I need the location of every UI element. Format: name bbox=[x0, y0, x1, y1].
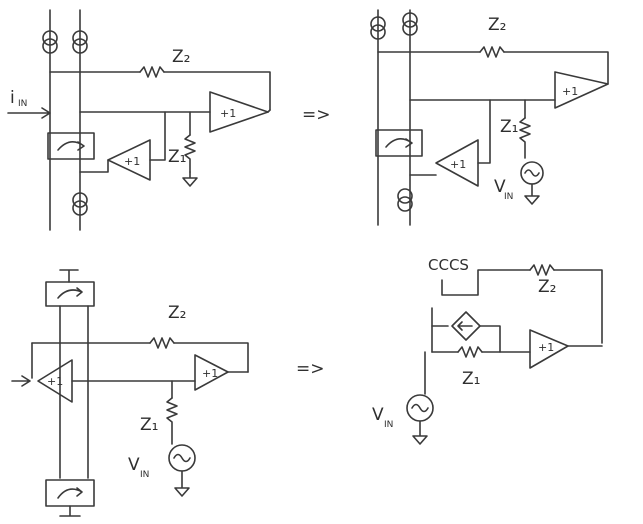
p3-top-cccs-box bbox=[45, 281, 95, 307]
p1-top-current-source-1-icon bbox=[42, 30, 58, 54]
p3-vin-source-icon bbox=[168, 444, 196, 472]
p4-z2-resistor bbox=[529, 264, 555, 276]
p3-right-buffer-label: +1 bbox=[202, 367, 218, 380]
p2-vin-source-icon bbox=[520, 161, 544, 185]
p3-z1-resistor bbox=[166, 397, 178, 445]
p2-z1-resistor bbox=[519, 117, 531, 159]
arrow-1: => bbox=[302, 105, 331, 125]
p2-z2-label: Z₂ bbox=[488, 15, 506, 35]
p2-top-current-source-2-icon bbox=[402, 12, 418, 36]
p3-vin-sub-label: IN bbox=[140, 470, 149, 480]
p3-ground-icon bbox=[174, 470, 190, 497]
p1-bottom-current-source-icon bbox=[72, 192, 88, 216]
p2-buffer-top-label: +1 bbox=[562, 85, 578, 98]
p2-z1-label: Z₁ bbox=[500, 117, 518, 137]
p1-z2-label: Z₂ bbox=[172, 47, 190, 67]
p1-iin-label: i bbox=[10, 88, 15, 108]
p1-z1-label: Z₁ bbox=[168, 147, 186, 167]
p3-bottom-cccs-box bbox=[45, 479, 95, 507]
p4-z1-resistor bbox=[457, 346, 483, 358]
p3-z2-resistor bbox=[149, 337, 175, 349]
p4-z2-label: Z₂ bbox=[538, 277, 556, 297]
p2-ground-icon bbox=[524, 183, 540, 205]
panel-3-circuit: Z₂ Z₁ V IN +1 +1 bbox=[11, 269, 249, 517]
panel-1-circuit: i IN Z₂ Z₁ +1 +1 bbox=[7, 9, 271, 231]
p4-ground-icon bbox=[412, 420, 428, 445]
p2-vin-sub-label: IN bbox=[504, 192, 513, 202]
p2-buffer-bottom-label: +1 bbox=[450, 158, 466, 171]
p4-z1-label: Z₁ bbox=[462, 369, 480, 389]
p1-buffer-top bbox=[209, 91, 269, 133]
p1-cccs-arrow-icon bbox=[57, 141, 85, 151]
p2-buffer-top bbox=[554, 71, 609, 109]
p3-left-buffer-label: +1 bbox=[47, 375, 63, 388]
p3-vin-label: V bbox=[128, 455, 140, 475]
p1-iin-sub-label: IN bbox=[18, 99, 27, 109]
p3-z1-label: Z₁ bbox=[140, 415, 158, 435]
p4-vin-source-icon bbox=[406, 394, 434, 422]
p1-top-current-source-2-icon bbox=[72, 30, 88, 54]
arrow-2: => bbox=[296, 359, 325, 379]
p4-vin-sub-label: IN bbox=[384, 420, 393, 430]
p1-input-arrow bbox=[7, 107, 51, 119]
p1-z1-resistor bbox=[184, 134, 196, 173]
p1-buffer-top-label: +1 bbox=[220, 107, 236, 120]
p1-ground-icon bbox=[182, 171, 198, 187]
panel-4-circuit: CCCS Z₂ Z₁ V IN +1 bbox=[372, 256, 603, 445]
p1-cccs-box bbox=[47, 132, 95, 160]
p2-cccs-box bbox=[375, 129, 423, 157]
p3-right-buffer bbox=[194, 354, 229, 391]
p2-vin-label: V bbox=[494, 177, 506, 197]
p4-cccs-diamond-icon bbox=[451, 311, 481, 341]
p2-z2-resistor bbox=[479, 46, 505, 58]
p3-z2-label: Z₂ bbox=[168, 303, 186, 323]
p4-buffer-label: +1 bbox=[538, 341, 554, 354]
panel-2-circuit: Z₂ Z₁ V IN +1 +1 bbox=[370, 9, 609, 226]
p1-top-wire-right bbox=[163, 71, 271, 111]
p2-top-current-source-1-icon bbox=[370, 16, 386, 40]
p4-cccs-label: CCCS bbox=[428, 256, 469, 274]
p2-bottom-current-source-icon bbox=[397, 188, 413, 212]
p1-z2-resistor bbox=[139, 66, 165, 78]
p4-buffer bbox=[529, 329, 569, 369]
p4-vin-label: V bbox=[372, 405, 384, 425]
p1-buffer-bottom-label: +1 bbox=[124, 155, 140, 168]
